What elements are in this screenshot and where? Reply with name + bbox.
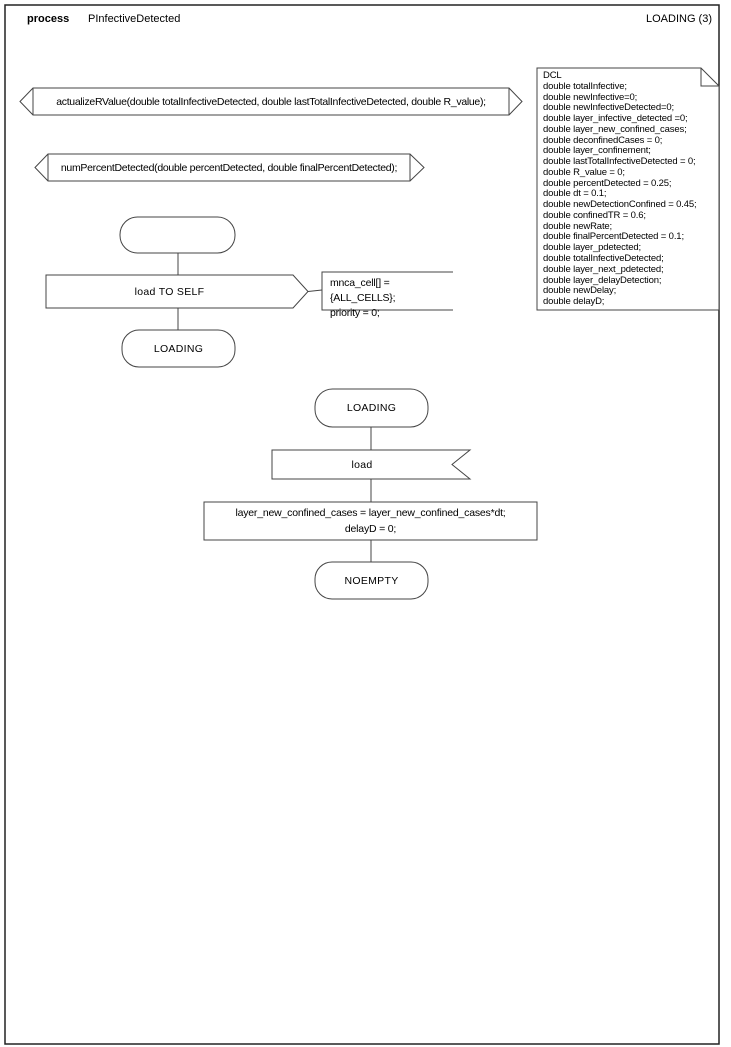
procedure-declaration-numPercentDetected[interactable] bbox=[34, 153, 425, 182]
task-symbol[interactable] bbox=[203, 501, 538, 541]
task-label: layer_new_confined_cases = layer_new_con… bbox=[235, 507, 506, 535]
state-symbol-loading-1[interactable] bbox=[121, 329, 236, 368]
input-symbol-load[interactable] bbox=[271, 449, 472, 480]
procedure-actualizervalue-label: actualizeRValue(double totalInfectiveDet… bbox=[56, 95, 486, 108]
output-load-to-self-label: load TO SELF bbox=[134, 285, 205, 298]
start-symbol[interactable] bbox=[119, 216, 236, 254]
procedure-declaration-actualizeRValue[interactable] bbox=[19, 87, 523, 116]
state-loading-2-label: LOADING bbox=[346, 402, 397, 414]
state-noempty-label: NOEMPTY bbox=[344, 574, 399, 587]
input-load-label: load bbox=[351, 458, 373, 471]
procedure-numpercentdetected-label: numPercentDetected(double percentDetecte… bbox=[60, 161, 398, 174]
state-loading-1-label: LOADING bbox=[153, 342, 204, 355]
dcl-text-symbol[interactable] bbox=[536, 67, 720, 311]
output-params-text-symbol[interactable] bbox=[321, 271, 453, 311]
page-state-label: LOADING (3) bbox=[645, 13, 712, 25]
folded-corner-icon bbox=[700, 68, 719, 87]
output-symbol-load-to-self[interactable] bbox=[45, 274, 309, 309]
page-border bbox=[4, 4, 720, 1045]
output-params-label: mnca_cell[] = {ALL_CELLS}; priority = 0; bbox=[330, 277, 396, 319]
state-symbol-noempty[interactable] bbox=[314, 561, 429, 600]
process-name-label: PInfectiveDetected bbox=[88, 13, 181, 25]
process-kind-label: process bbox=[27, 13, 70, 25]
dcl-declarations-text: DCL double totalInfective; double newInf… bbox=[543, 70, 697, 308]
comment-link-line bbox=[307, 289, 323, 292]
